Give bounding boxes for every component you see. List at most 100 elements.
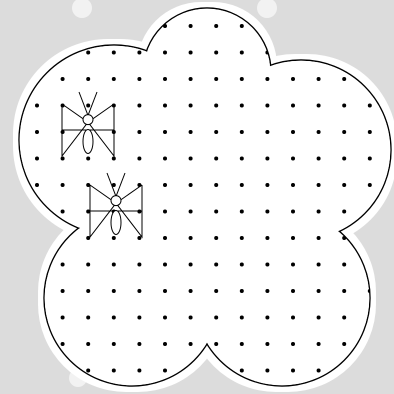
grid-dot [112,24,116,28]
grid-dot [163,183,167,187]
grid-dot [240,369,244,373]
grid-dot [35,263,39,267]
grid-dot [35,51,39,55]
grid-dot [163,289,167,293]
grid-dot [291,51,295,55]
grid-dot [163,342,167,346]
grid-dot [112,263,116,267]
grid-dot [265,342,269,346]
grid-dot [137,130,141,134]
grid-dot [86,263,90,267]
grid-dot [368,236,372,240]
grid-dot [137,104,141,108]
grid-dot [342,104,346,108]
grid-dot [317,369,321,373]
grid-dot [35,24,39,28]
grid-dot [86,157,90,161]
grid-dot [189,183,193,187]
grid-dot [368,77,372,81]
grid-dot [265,236,269,240]
grid-dot [112,316,116,320]
grid-dot [214,104,218,108]
grid-dot [61,130,65,134]
grid-dot [214,210,218,214]
grid-dot [35,183,39,187]
grid-dot [265,210,269,214]
grid-dot [137,369,141,373]
grid-dot [86,104,90,108]
grid-dot [317,130,321,134]
bubble-icon [72,0,92,18]
grid-dot [317,183,321,187]
grid-dot [265,289,269,293]
grid-dot [368,104,372,108]
grid-dot [317,51,321,55]
grid-dot [189,77,193,81]
grid-dot [112,342,116,346]
grid-dot [342,316,346,320]
grid-dot [163,369,167,373]
grid-dot [291,263,295,267]
grid-dot [35,130,39,134]
grid-dot [291,236,295,240]
grid-dot [189,130,193,134]
grid-dot [342,342,346,346]
grid-dot [291,342,295,346]
grid-dot [240,263,244,267]
grid-dot [163,157,167,161]
grid-dot [189,369,193,373]
grid-dot [86,24,90,28]
grid-dot [240,236,244,240]
grid-dot [35,289,39,293]
grid-dot [240,104,244,108]
grid-dot [112,289,116,293]
grid-dot [214,316,218,320]
grid-dot [317,77,321,81]
grid-dot [86,77,90,81]
grid-dot [291,24,295,28]
grid-dot [137,316,141,320]
grid-dot [137,342,141,346]
flower-interior [20,9,391,386]
grid-dot [368,24,372,28]
grid-dot [189,51,193,55]
grid-dot [35,157,39,161]
grid-dot [137,24,141,28]
grid-dot [342,210,346,214]
grid-dot [265,130,269,134]
grid-dot [137,77,141,81]
grid-dot [291,77,295,81]
grid-dot [265,183,269,187]
grid-dot [35,369,39,373]
grid-dot [291,130,295,134]
grid-dot [163,210,167,214]
grid-dot [240,342,244,346]
grid-dot [342,77,346,81]
grid-dot [163,263,167,267]
grid-dot [291,369,295,373]
grid-dot [265,104,269,108]
grid-dot [240,210,244,214]
grid-dot [61,157,65,161]
grid-dot [240,316,244,320]
grid-dot [86,342,90,346]
grid-dot [240,289,244,293]
grid-dot [61,342,65,346]
grid-dot [86,369,90,373]
grid-dot [189,342,193,346]
grid-dot [137,263,141,267]
grid-dot [214,342,218,346]
grid-dot [61,183,65,187]
grid-dot [317,236,321,240]
grid-dot [189,236,193,240]
grid-dot [112,77,116,81]
grid-dot [214,263,218,267]
grid-dot [317,263,321,267]
grid-dot [291,210,295,214]
grid-dot [368,157,372,161]
grid-dot [368,342,372,346]
grid-dot [291,316,295,320]
grid-dot [214,157,218,161]
grid-dot [35,342,39,346]
grid-dot [214,289,218,293]
